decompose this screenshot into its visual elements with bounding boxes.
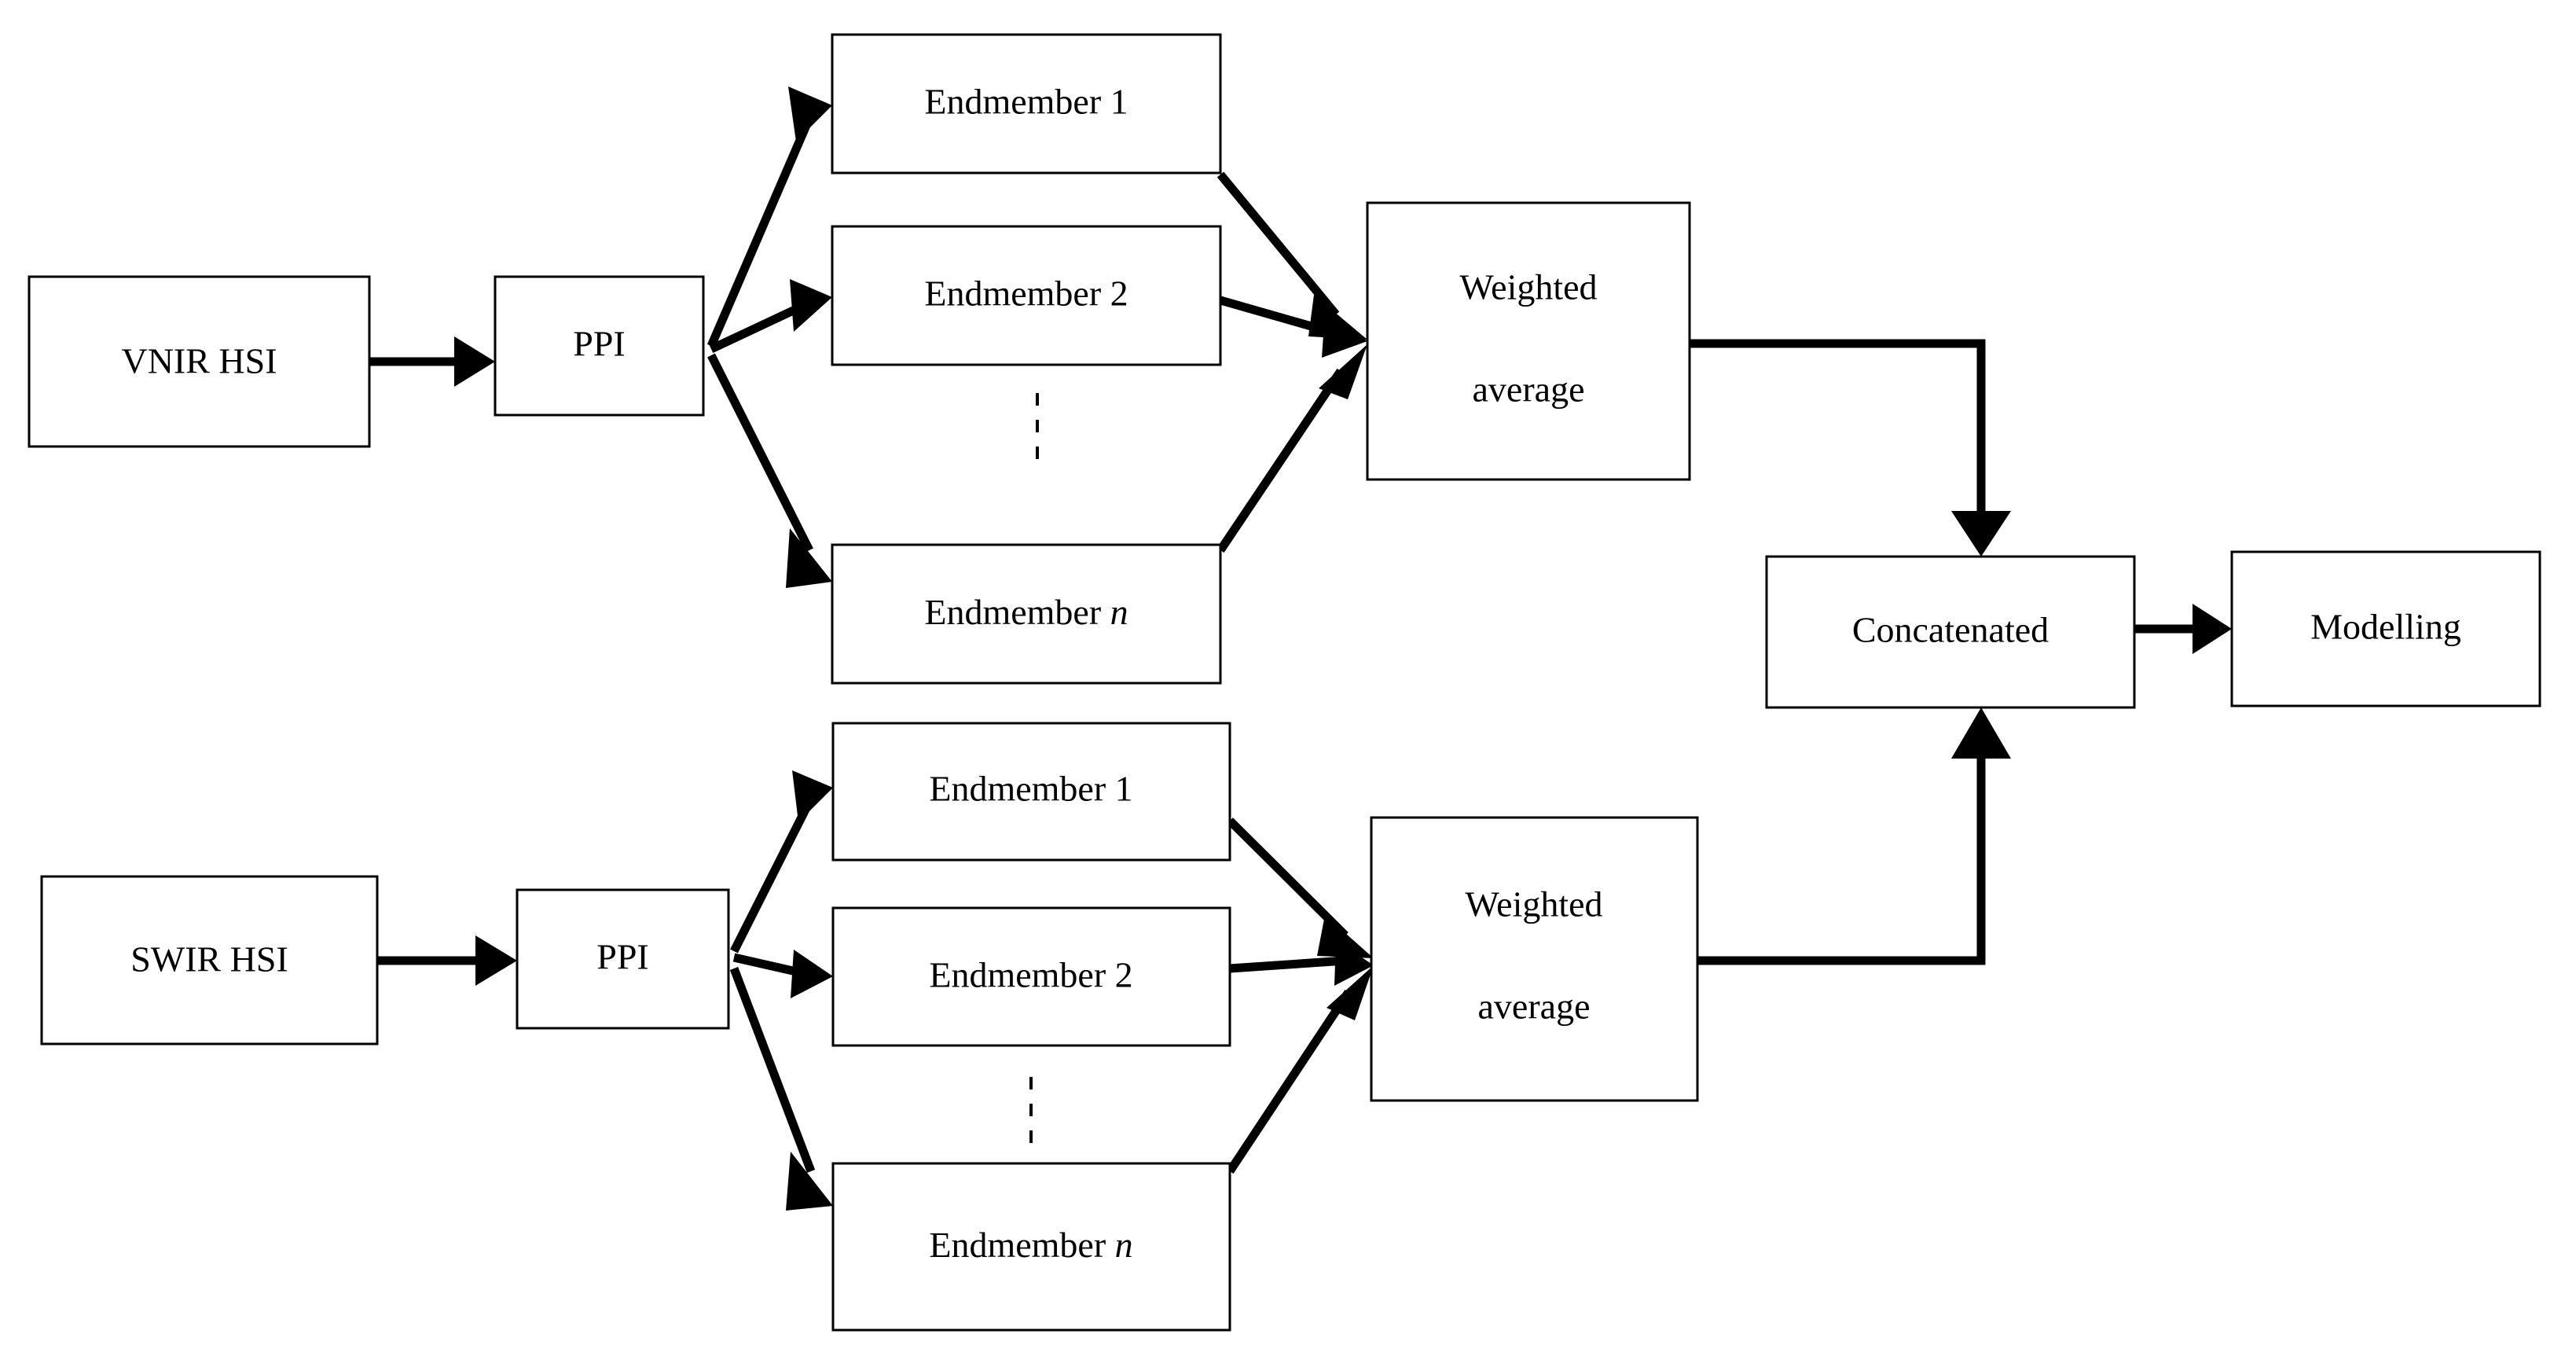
node-swir-endmember-2-label: Endmember 2 (929, 955, 1132, 995)
node-vnir-hsi-label: VNIR HSI (121, 341, 277, 381)
node-vnir-hsi[interactable]: VNIR HSI (28, 275, 371, 448)
node-swir-endmember-2[interactable]: Endmember 2 (831, 906, 1231, 1047)
edge-vnir-ppi-to-endmember-n (707, 353, 832, 588)
svg-text:Endmember n: Endmember n (929, 1225, 1132, 1265)
edge-vnir-average-to-concatenated (1690, 339, 2011, 557)
node-swir-ppi[interactable]: PPI (516, 888, 730, 1030)
edge-vnir-ppi-to-endmember-2 (709, 279, 832, 353)
edge-vnir-endmember-n-to-average (1216, 344, 1367, 553)
node-vnir-endmember-n-label: Endmember (924, 592, 1110, 632)
node-vnir-endmember-n[interactable]: Endmember n (831, 543, 1222, 685)
node-vnir-weighted-average-line1: Weighted (1459, 267, 1597, 307)
node-swir-endmember-n[interactable]: Endmember n (831, 1162, 1231, 1332)
edge-swir-endmember-2-to-average (1229, 940, 1374, 986)
node-swir-hsi[interactable]: SWIR HSI (40, 875, 379, 1045)
edge-swir-average-to-concatenated (1697, 707, 2011, 965)
node-vnir-endmember-2-label: Endmember 2 (924, 274, 1128, 314)
edge-concatenated-to-modelling (2134, 604, 2232, 654)
edge-swir-to-ppi (377, 935, 517, 986)
edge-vnir-endmember-1-to-average (1216, 171, 1367, 340)
edge-swir-ppi-to-endmember-1 (730, 770, 833, 954)
node-swir-endmember-n-label: Endmember (929, 1225, 1114, 1265)
node-vnir-weighted-average[interactable]: Weighted average (1366, 201, 1691, 481)
node-vnir-endmember-1-label: Endmember 1 (924, 82, 1128, 122)
node-swir-hsi-label: SWIR HSI (130, 939, 288, 979)
edge-swir-ppi-to-endmember-2 (732, 950, 833, 998)
node-vnir-endmember-1[interactable]: Endmember 1 (831, 33, 1222, 175)
node-modelling[interactable]: Modelling (2230, 550, 2541, 707)
node-modelling-label: Modelling (2310, 607, 2461, 647)
edge-vnir-to-ppi (369, 336, 495, 387)
node-swir-endmember-n-index: n (1115, 1225, 1133, 1265)
node-vnir-ppi[interactable]: PPI (494, 275, 705, 417)
node-concatenated[interactable]: Concatenated (1765, 555, 2136, 709)
node-concatenated-label: Concatenated (1852, 610, 2049, 650)
node-swir-weighted-average[interactable]: Weighted average (1370, 816, 1699, 1102)
edge-vnir-endmember-2-to-average (1219, 296, 1367, 358)
node-swir-weighted-average-line1: Weighted (1465, 884, 1602, 924)
svg-text:Endmember n: Endmember n (924, 592, 1128, 632)
node-vnir-endmember-2[interactable]: Endmember 2 (831, 225, 1222, 366)
node-vnir-endmember-n-index: n (1110, 592, 1128, 632)
edge-vnir-ppi-to-endmember-1 (706, 86, 832, 348)
node-swir-endmember-1[interactable]: Endmember 1 (831, 722, 1231, 862)
node-vnir-ppi-label: PPI (573, 324, 625, 364)
edge-swir-ppi-to-endmember-n (729, 967, 833, 1211)
node-swir-endmember-1-label: Endmember 1 (929, 769, 1132, 809)
edge-swir-endmember-n-to-average (1226, 965, 1374, 1174)
node-swir-ppi-label: PPI (596, 937, 648, 977)
node-vnir-weighted-average-line2: average (1473, 369, 1585, 410)
node-swir-weighted-average-line2: average (1478, 987, 1591, 1027)
edge-swir-endmember-1-to-average (1227, 818, 1374, 958)
